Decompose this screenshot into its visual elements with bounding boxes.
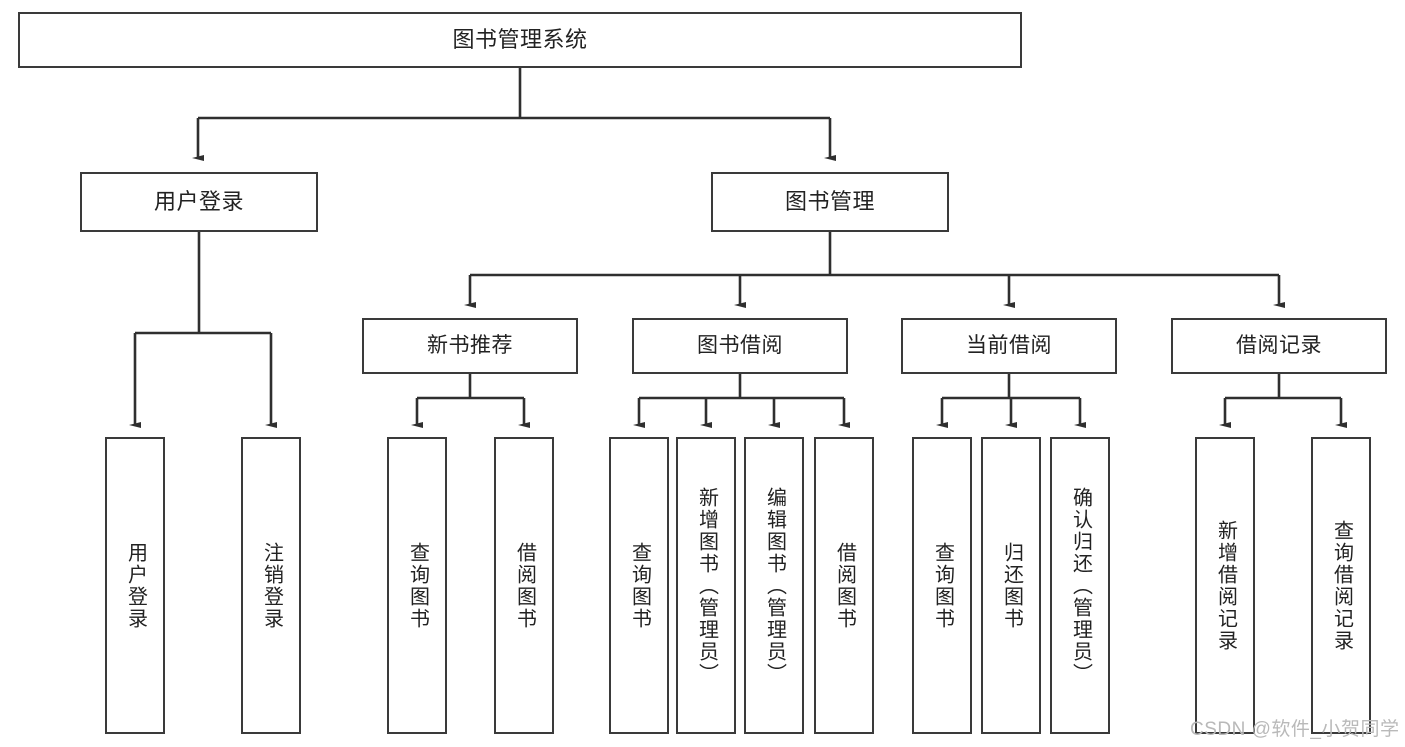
node-label: 新增图书（管理员） bbox=[695, 486, 718, 685]
node-label: 新书推荐 bbox=[427, 333, 513, 357]
node-label: 编辑图书（管理员） bbox=[763, 486, 786, 685]
node-leaf-return-book[interactable]: 归还图书 bbox=[981, 437, 1041, 734]
node-leaf-query-record[interactable]: 查询借阅记录 bbox=[1311, 437, 1371, 734]
node-label: 查询图书 bbox=[931, 541, 954, 630]
node-label: 当前借阅 bbox=[966, 333, 1052, 357]
node-leaf-query-book-2[interactable]: 查询图书 bbox=[609, 437, 669, 734]
node-user-login[interactable]: 用户登录 bbox=[80, 172, 318, 232]
node-label: 查询借阅记录 bbox=[1330, 519, 1353, 652]
node-book-borrow[interactable]: 图书借阅 bbox=[632, 318, 848, 374]
node-label: 借阅记录 bbox=[1236, 333, 1322, 357]
node-leaf-borrow-book-2[interactable]: 借阅图书 bbox=[814, 437, 874, 734]
node-label: 查询图书 bbox=[406, 541, 429, 630]
node-label: 借阅图书 bbox=[833, 541, 856, 630]
node-label: 查询图书 bbox=[628, 541, 651, 630]
node-leaf-borrow-book-1[interactable]: 借阅图书 bbox=[494, 437, 554, 734]
csdn-watermark: CSDN @软件_小贺同学 bbox=[1190, 719, 1400, 740]
node-leaf-logout[interactable]: 注销登录 bbox=[241, 437, 301, 734]
node-leaf-add-book[interactable]: 新增图书（管理员） bbox=[676, 437, 736, 734]
node-label: 用户登录 bbox=[153, 189, 244, 215]
node-label: 图书借阅 bbox=[697, 333, 783, 357]
node-label: 确认归还（管理员） bbox=[1069, 486, 1092, 685]
node-label: 注销登录 bbox=[260, 541, 283, 630]
node-label: 图书管理系统 bbox=[452, 27, 588, 53]
node-label: 新增借阅记录 bbox=[1214, 519, 1237, 652]
node-leaf-user-login[interactable]: 用户登录 bbox=[105, 437, 165, 734]
node-leaf-query-book-3[interactable]: 查询图书 bbox=[912, 437, 972, 734]
node-leaf-query-book-1[interactable]: 查询图书 bbox=[387, 437, 447, 734]
node-leaf-add-record[interactable]: 新增借阅记录 bbox=[1195, 437, 1255, 734]
node-book-management[interactable]: 图书管理 bbox=[711, 172, 949, 232]
node-current-borrow[interactable]: 当前借阅 bbox=[901, 318, 1117, 374]
node-leaf-confirm-return[interactable]: 确认归还（管理员） bbox=[1050, 437, 1110, 734]
node-label: 图书管理 bbox=[784, 189, 875, 215]
node-new-book-recommend[interactable]: 新书推荐 bbox=[362, 318, 578, 374]
node-root-system[interactable]: 图书管理系统 bbox=[18, 12, 1022, 68]
node-label: 借阅图书 bbox=[513, 541, 536, 630]
node-label: 归还图书 bbox=[1000, 541, 1023, 630]
node-leaf-edit-book[interactable]: 编辑图书（管理员） bbox=[744, 437, 804, 734]
node-label: 用户登录 bbox=[124, 541, 147, 630]
node-borrow-record[interactable]: 借阅记录 bbox=[1171, 318, 1387, 374]
